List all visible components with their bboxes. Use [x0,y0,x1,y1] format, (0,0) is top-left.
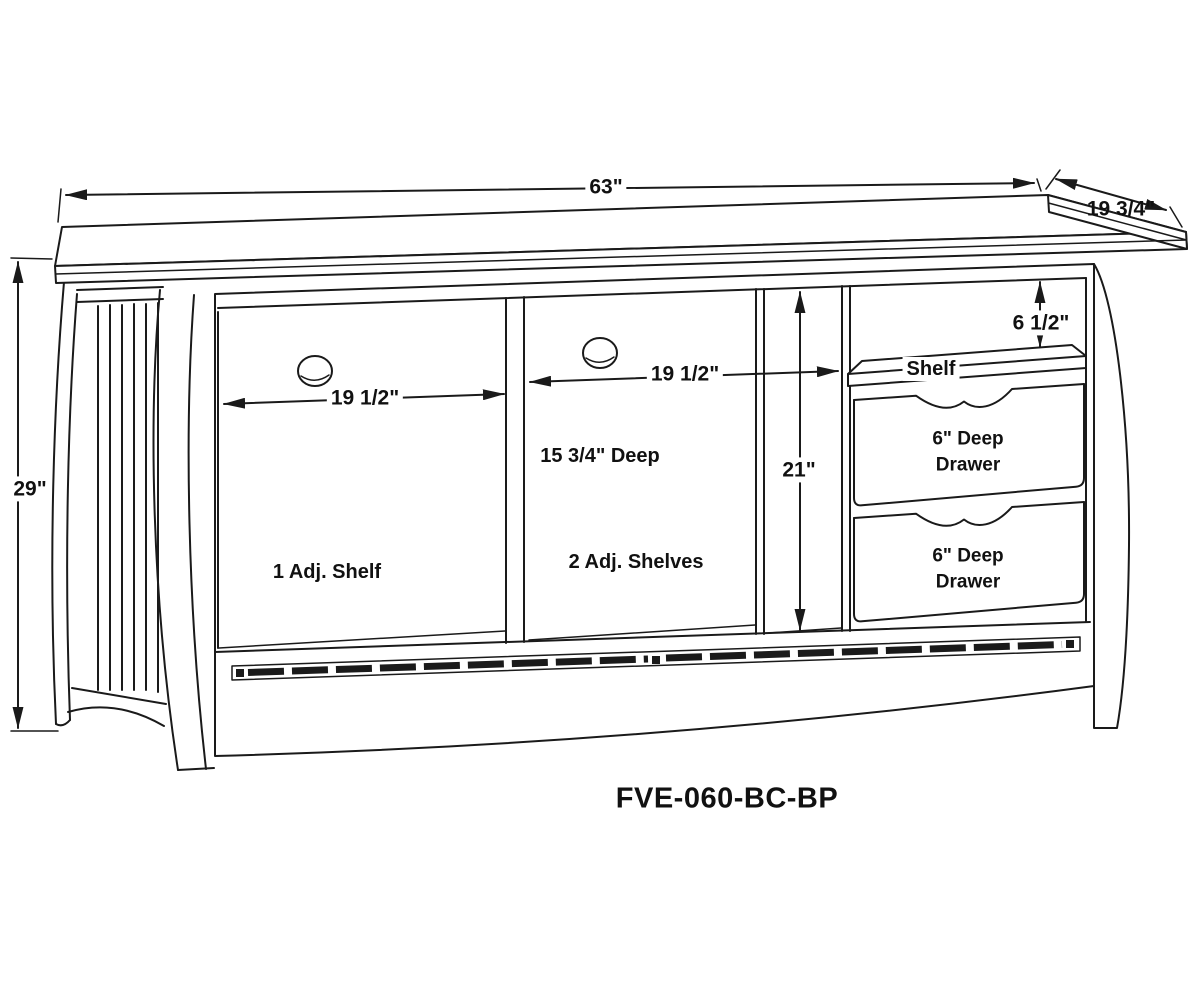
bottom-drawer [853,501,1085,623]
top-drawer-label: 6" Deep Drawer [932,426,1003,477]
bottom-drawer-scallop-pull [853,501,1085,527]
wire-hole-left [297,355,333,387]
top-drawer-front [853,383,1085,507]
wire-hole-middle [582,337,618,369]
model-number: FVE-060-BC-BP [615,782,839,815]
side-top-rail-lower [76,298,164,303]
top-drawer-scallop-pull [853,383,1085,409]
top-drawer-label-line1: 6" Deep [932,428,1004,450]
bottom-drawer-label-line1: 6" Deep [932,545,1004,567]
dim-overall-height-label: 29" [9,476,51,502]
top-front-bevel-line [54,239,1188,275]
bottom-drawer-label: 6" Deep Drawer [932,543,1003,594]
left-side-panel [51,281,215,771]
back-left-leg-inner-edge [66,293,78,721]
top-drawer-label-line2: Drawer [935,454,1001,475]
front-left-leg-outer-edge [152,289,179,771]
vent-hole-middle [652,656,660,664]
dim-overall-depth-extensions [1045,169,1183,228]
back-left-leg-foot [55,719,71,727]
front-left-leg-foot [177,767,215,771]
side-bottom-arch [67,706,165,727]
shelf-label: Shelf [902,357,960,381]
drawer-bank-left-edge [841,285,851,632]
shelf-front-edge [847,355,1087,375]
dim-overall-height-extensions [10,257,59,732]
front-left-leg-contour [187,294,207,770]
interior-partitions [214,277,1091,653]
partition-left [505,296,525,644]
floor-back-edge-middle [528,624,756,641]
side-panel-slats [97,302,159,693]
dim-middle-opening-width-label: 19 1/2" [646,361,724,387]
dim-overall-width-extensions [57,178,1042,223]
dim-left-opening-width-label: 19 1/2" [326,385,404,411]
partition-right [755,288,765,635]
vent-slots-left [247,655,649,676]
dim-interior-height-label: 21" [778,457,820,483]
floor-back-edge-left [218,630,506,649]
interior-ceiling-edge [217,277,1087,309]
dim-overall-depth-arrow [1055,178,1167,211]
vent-slots-right [665,641,1063,662]
back-left-leg-outer-edge [51,281,65,725]
bottom-drawer-front [853,501,1085,623]
top-drawer [853,383,1085,507]
cabinet-front-face [214,263,1095,757]
interior-floor-edge [214,621,1091,653]
side-bottom-rail [71,687,167,705]
dim-cubby-height-label: 6 1/2" [1008,310,1074,336]
vent-hole-left [236,669,244,677]
vent-strip [231,636,1081,681]
interior-depth-label: 15 3/4" Deep [540,445,660,467]
dim-overall-width-label: 63" [585,174,627,200]
dim-overall-depth-label: 19 3/4" [1086,197,1156,221]
bottom-drawer-label-line2: Drawer [935,571,1001,592]
side-top-rail-upper [76,286,164,291]
right-front-leg [1093,263,1131,729]
vent-hole-right [1066,640,1074,648]
middle-section-label: 2 Adj. Shelves [568,551,704,573]
dimension-lines [10,169,1183,732]
dim-overall-width-arrow [65,177,1035,201]
left-section-label: 1 Adj. Shelf [272,561,382,583]
